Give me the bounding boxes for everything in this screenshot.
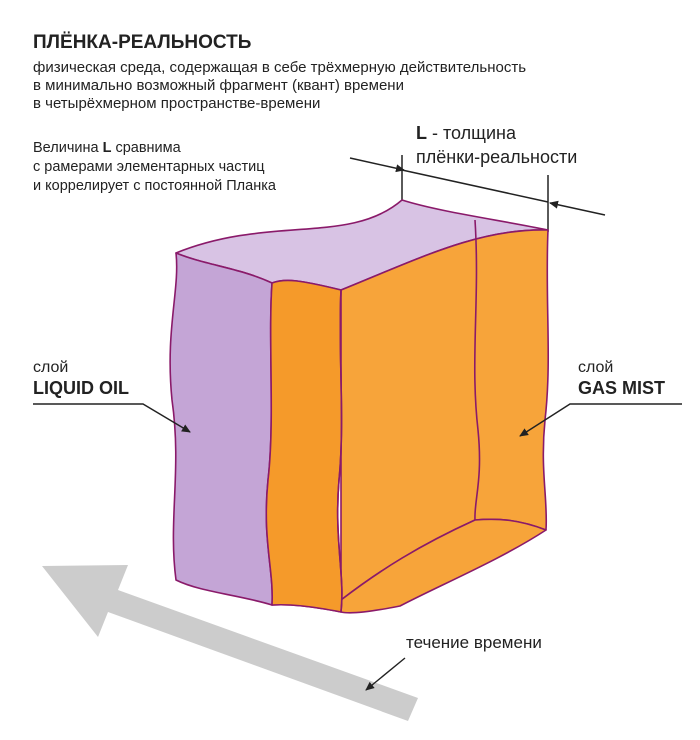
film-block <box>169 199 550 614</box>
subtitle-line-3: в четырёхмерном пространстве-времени <box>33 95 320 112</box>
time-pointer-icon <box>365 657 406 691</box>
page-title: ПЛЁНКА-РЕАЛЬНОСТЬ <box>33 32 251 53</box>
left-layer-pointer-icon <box>33 403 191 433</box>
subtitle-line-2: в минимально возможный фрагмент (квант) … <box>33 77 404 94</box>
right-layer-prefix: слой <box>578 359 613 376</box>
time-label: течение времени <box>406 633 542 652</box>
left-layer-name: LIQUID OIL <box>33 378 129 398</box>
time-arrow-icon <box>42 565 418 721</box>
thickness-label-line-2: плёнки-реальности <box>416 147 577 167</box>
right-layer-name: GAS MIST <box>578 378 665 398</box>
note-line-3: и коррелирует с постоянной Планка <box>33 178 277 194</box>
thickness-label-line-1: L - толщина <box>416 123 517 143</box>
note-line-2: с рамерами элементарных частиц <box>33 159 265 175</box>
subtitle-line-1: физическая среда, содержащая в себе трёх… <box>33 59 526 76</box>
right-layer-pointer-icon <box>519 403 682 437</box>
thickness-dimension <box>349 155 606 232</box>
gas-mist-front <box>265 279 343 613</box>
note-line-1: Величина L сравнима <box>33 140 182 156</box>
left-layer-prefix: слой <box>33 359 68 376</box>
